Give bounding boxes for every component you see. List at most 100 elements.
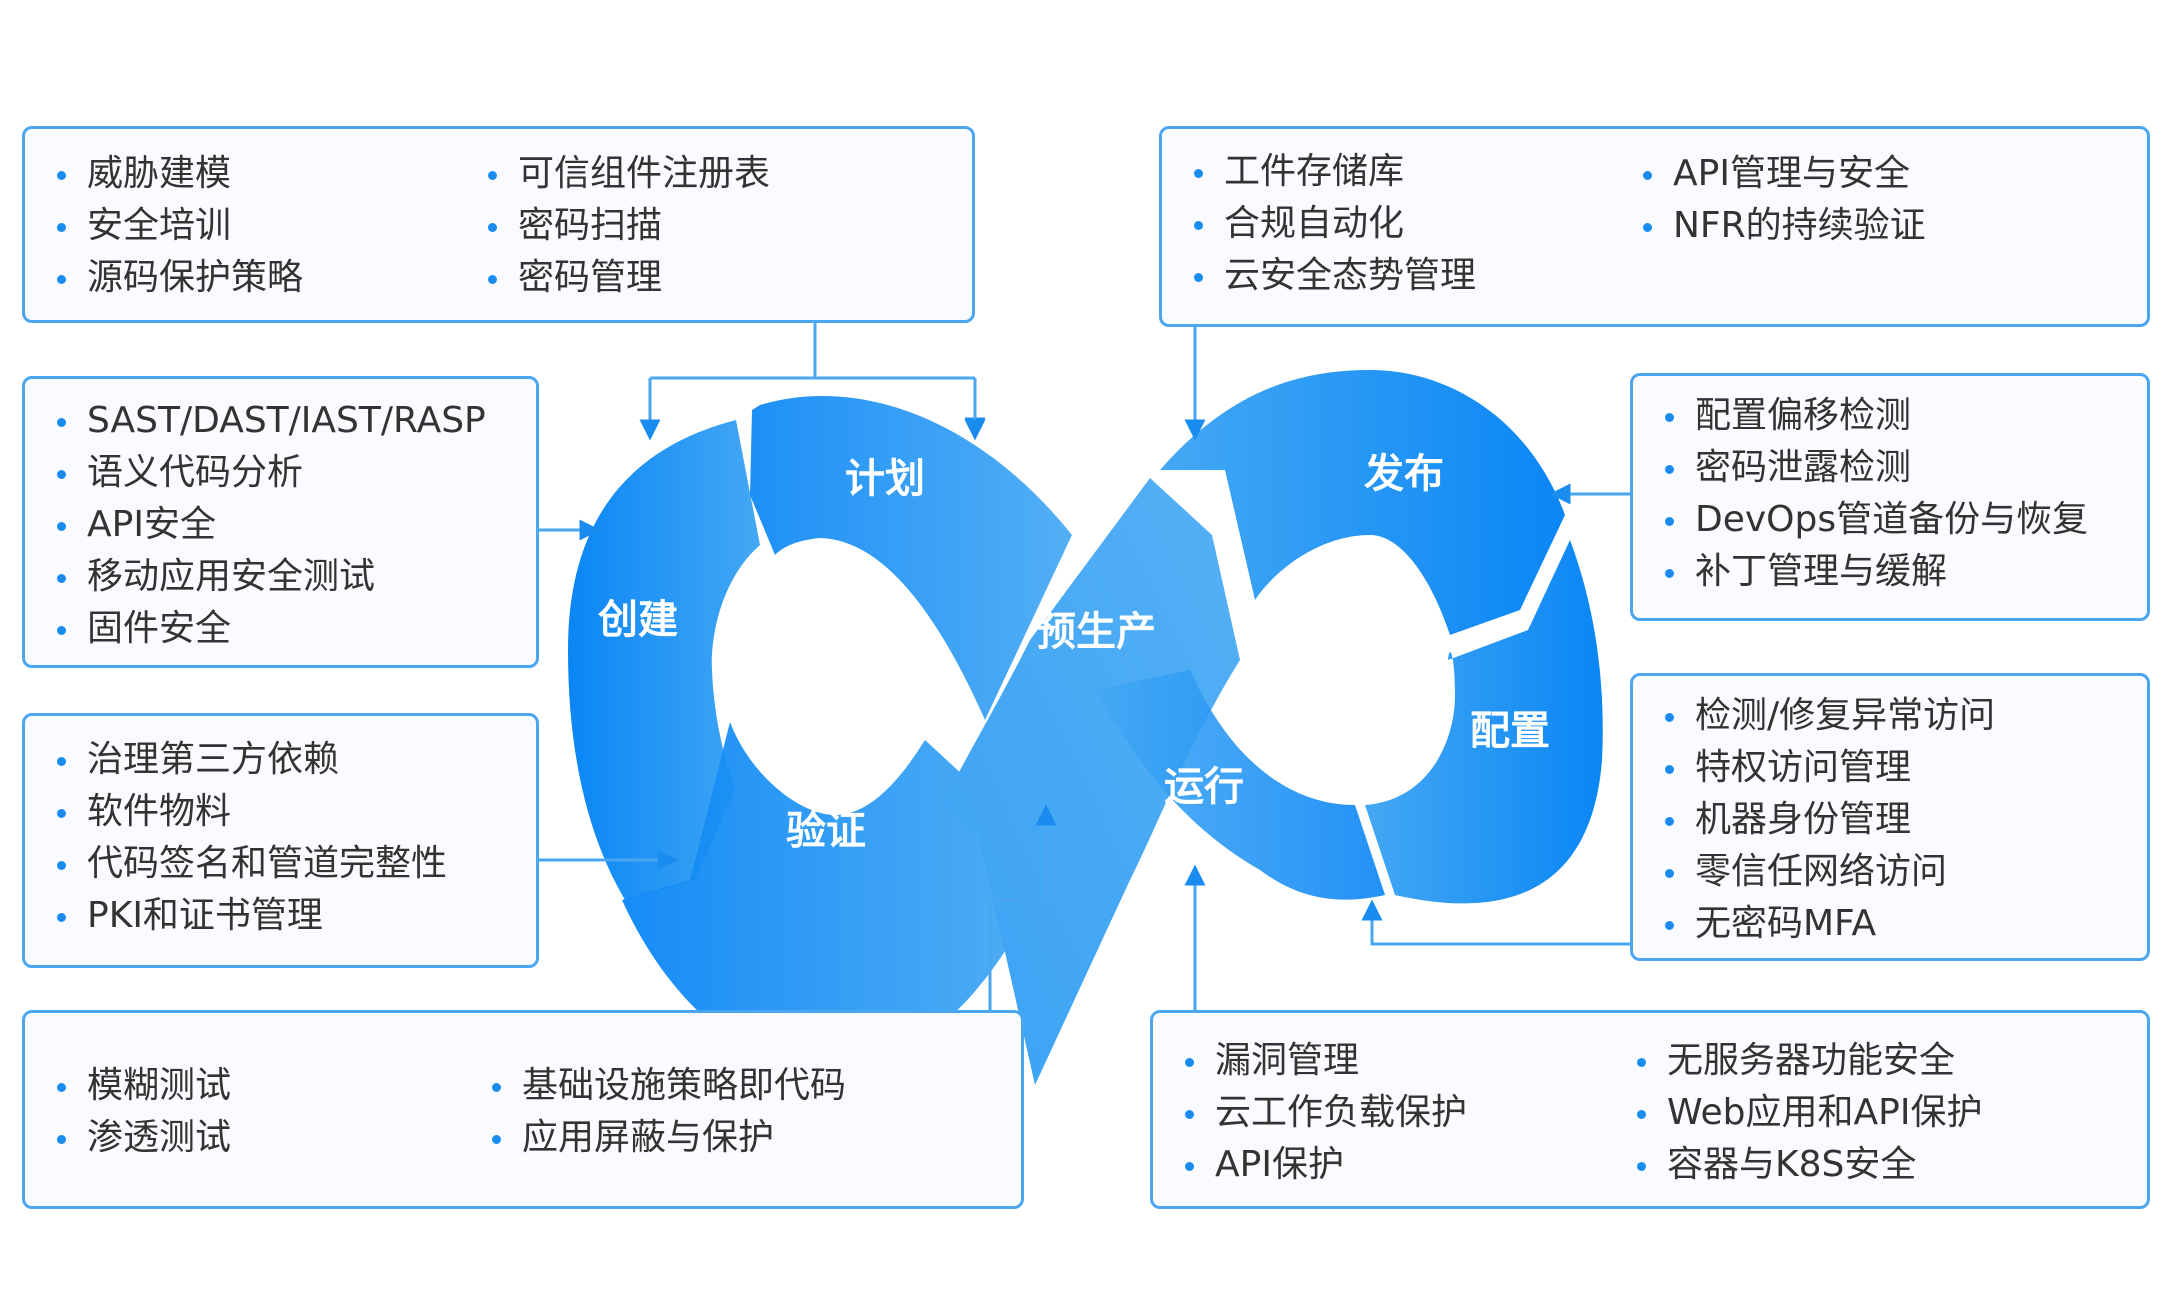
list-item: API安全 <box>25 499 486 551</box>
bullet-icon <box>1665 765 1674 774</box>
bullet-icon <box>1665 569 1674 578</box>
release-capabilities-box: 工件存储库 合规自动化 云安全态势管理 API管理与安全 NFR的持续验证 <box>1159 126 2150 327</box>
bullet-icon <box>488 223 497 232</box>
list-item: API保护 <box>1153 1139 1467 1191</box>
bullet-icon <box>57 757 66 766</box>
list-item: 可信组件注册表 <box>456 148 770 200</box>
list-item: 检测/修复异常访问 <box>1633 690 1995 742</box>
list-item: 应用屏蔽与保护 <box>460 1112 846 1164</box>
bullet-icon <box>57 223 66 232</box>
deploy-capabilities-box: 配置偏移检测 密码泄露检测 DevOps管道备份与恢复 补丁管理与缓解 <box>1630 373 2150 621</box>
bullet-icon <box>1637 1110 1646 1119</box>
list-item: PKI和证书管理 <box>25 890 447 942</box>
list-item: 语义代码分析 <box>25 447 486 499</box>
list-item: 威胁建模 <box>25 148 303 200</box>
list-item: 云工作负载保护 <box>1153 1087 1467 1139</box>
run-list-col2: 无服务器功能安全 Web应用和API保护 容器与K8S安全 <box>1605 1035 1982 1191</box>
bullet-icon <box>57 574 66 583</box>
connector-plan-box <box>648 323 975 428</box>
segment-verify[interactable] <box>622 722 1018 1070</box>
configure-list: 检测/修复异常访问 特权访问管理 机器身份管理 零信任网络访问 无密码MFA <box>1633 690 1995 950</box>
label-release: 发布 <box>1364 451 1444 497</box>
list-item: 治理第三方依赖 <box>25 734 447 786</box>
connector-configure <box>1361 899 1630 946</box>
bullet-icon <box>492 1083 501 1092</box>
segment-preprod[interactable] <box>942 478 1240 1085</box>
bullet-icon <box>57 470 66 479</box>
bullet-icon <box>1665 713 1674 722</box>
deploy-list: 配置偏移检测 密码泄露检测 DevOps管道备份与恢复 补丁管理与缓解 <box>1633 390 2088 598</box>
bullet-icon <box>1194 221 1203 230</box>
label-verify: 验证 <box>786 808 866 854</box>
list-item: NFR的持续验证 <box>1611 200 1926 252</box>
bullet-icon <box>57 809 66 818</box>
run-list-col1: 漏洞管理 云工作负载保护 API保护 <box>1153 1035 1467 1191</box>
release-list-col1: 工件存储库 合规自动化 云安全态势管理 <box>1162 146 1476 302</box>
bullet-icon <box>1665 465 1674 474</box>
list-item: 软件物料 <box>25 786 447 838</box>
label-plan: 计划 <box>845 456 925 502</box>
list-item: API管理与安全 <box>1611 148 1926 200</box>
preprod-capabilities-box: 模糊测试 渗透测试 基础设施策略即代码 应用屏蔽与保护 <box>22 1010 1024 1209</box>
segment-release[interactable] <box>1160 370 1565 635</box>
list-item: 密码扫描 <box>456 200 770 252</box>
list-item: 云安全态势管理 <box>1162 250 1476 302</box>
bullet-icon <box>57 1083 66 1092</box>
bullet-icon <box>1665 413 1674 422</box>
list-item: SAST/DAST/IAST/RASP <box>25 395 486 447</box>
bullet-icon <box>1194 169 1203 178</box>
bullet-icon <box>57 418 66 427</box>
bullet-icon <box>1665 817 1674 826</box>
bullet-icon <box>1637 1162 1646 1171</box>
list-item: 源码保护策略 <box>25 252 303 304</box>
bullet-icon <box>1643 171 1652 180</box>
plan-list-col2: 可信组件注册表 密码扫描 密码管理 <box>456 148 770 304</box>
segment-configure[interactable] <box>1365 540 1603 904</box>
segment-run[interactable] <box>1095 670 1385 900</box>
list-item: 模糊测试 <box>25 1060 231 1112</box>
list-item: 无服务器功能安全 <box>1605 1035 1982 1087</box>
preprod-list-col1: 模糊测试 渗透测试 <box>25 1060 231 1164</box>
bullet-icon <box>1665 517 1674 526</box>
preprod-list-col2: 基础设施策略即代码 应用屏蔽与保护 <box>460 1060 846 1164</box>
list-item: 密码泄露检测 <box>1633 442 2088 494</box>
list-item: 漏洞管理 <box>1153 1035 1467 1087</box>
run-capabilities-box: 漏洞管理 云工作负载保护 API保护 无服务器功能安全 Web应用和API保护 … <box>1150 1010 2150 1209</box>
verify-capabilities-box: 治理第三方依赖 软件物料 代码签名和管道完整性 PKI和证书管理 <box>22 713 539 968</box>
bullet-icon <box>57 275 66 284</box>
label-preprod: 预生产 <box>1036 609 1156 655</box>
right-loop <box>1095 370 1603 904</box>
label-create: 创建 <box>598 597 678 643</box>
segment-create[interactable] <box>568 420 760 900</box>
bullet-icon <box>57 522 66 531</box>
bullet-icon <box>57 1135 66 1144</box>
bullet-icon <box>1185 1058 1194 1067</box>
segment-plan[interactable] <box>750 395 1072 720</box>
bullet-icon <box>57 913 66 922</box>
list-item: 移动应用安全测试 <box>25 551 486 603</box>
bullet-icon <box>57 861 66 870</box>
plan-capabilities-box: 威胁建模 安全培训 源码保护策略 可信组件注册表 密码扫描 密码管理 <box>22 126 975 323</box>
list-item: 代码签名和管道完整性 <box>25 838 447 890</box>
configure-capabilities-box: 检测/修复异常访问 特权访问管理 机器身份管理 零信任网络访问 无密码MFA <box>1630 673 2150 961</box>
bullet-icon <box>1665 869 1674 878</box>
bullet-icon <box>492 1135 501 1144</box>
bullet-icon <box>488 171 497 180</box>
bullet-icon <box>1185 1110 1194 1119</box>
list-item: 合规自动化 <box>1162 198 1476 250</box>
list-item: 配置偏移检测 <box>1633 390 2088 442</box>
list-item: 机器身份管理 <box>1633 794 1995 846</box>
bullet-icon <box>1665 921 1674 930</box>
release-list-col2: API管理与安全 NFR的持续验证 <box>1611 148 1926 252</box>
label-configure: 配置 <box>1470 708 1550 754</box>
connector-preprod <box>988 804 1057 1010</box>
label-run: 运行 <box>1164 764 1244 810</box>
list-item: 基础设施策略即代码 <box>460 1060 846 1112</box>
bullet-icon <box>57 626 66 635</box>
list-item: 特权访问管理 <box>1633 742 1995 794</box>
list-item: 安全培训 <box>25 200 303 252</box>
list-item: 补丁管理与缓解 <box>1633 546 2088 598</box>
bullet-icon <box>1637 1058 1646 1067</box>
